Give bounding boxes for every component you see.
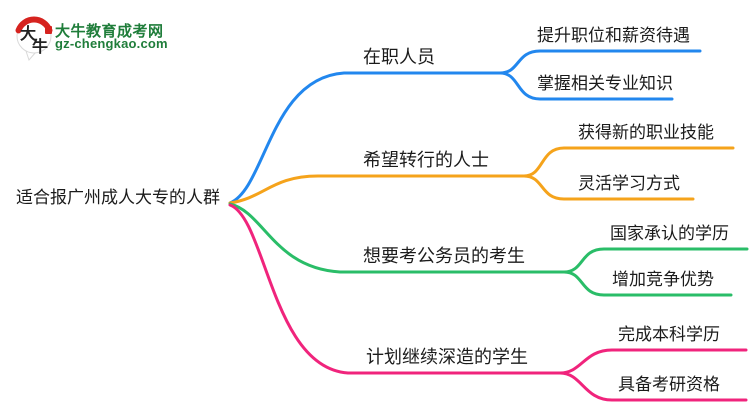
svg-text:大: 大 <box>20 24 36 43</box>
logo-badge-icon: 大 牛 <box>15 16 53 61</box>
branch-further-study-curve <box>228 203 562 375</box>
central-topic[interactable]: 适合报广州成人大专的人群 <box>16 188 220 207</box>
branch-further-study-child1-curve <box>558 348 748 375</box>
branch-employed-curve <box>228 71 502 205</box>
branch-civil-servant-curve <box>228 202 566 274</box>
leaf-state-recognized-label[interactable]: 国家承认的学历 <box>610 224 729 243</box>
branch-career-change-child2-curve <box>522 174 695 201</box>
leaf-new-skills-label[interactable]: 获得新的职业技能 <box>578 123 714 142</box>
leaf-professional-knowledge-label[interactable]: 掌握相关专业知识 <box>537 74 673 93</box>
branch-career-change-label[interactable]: 希望转行的人士 <box>363 150 489 170</box>
branch-further-study-label[interactable]: 计划继续深造的学生 <box>366 347 528 367</box>
svg-text:牛: 牛 <box>32 37 48 56</box>
leaf-postgrad-eligibility-label[interactable]: 具备考研资格 <box>618 375 720 394</box>
leaf-bachelor-degree-label[interactable]: 完成本科学历 <box>618 325 720 344</box>
leaf-flexible-learning-label[interactable]: 灵活学习方式 <box>578 174 680 193</box>
logo-site-name: 大牛教育成考网 <box>55 23 164 40</box>
branch-civil-servant-child1-curve <box>562 247 749 274</box>
branch-career-change-child1-curve <box>522 146 735 178</box>
branch-civil-servant-label[interactable]: 想要考公务员的考生 <box>363 246 525 266</box>
branch-employed-label[interactable]: 在职人员 <box>363 47 435 67</box>
branch-further-study-child2-curve <box>558 371 748 402</box>
leaf-competitive-edge-label[interactable]: 增加竞争优势 <box>612 270 714 289</box>
logo-site-url: gz-chengkao.com <box>55 36 168 51</box>
branch-employed-child2-curve <box>498 71 674 101</box>
branch-career-change-curve <box>228 174 526 205</box>
leaf-promotion-salary-label[interactable]: 提升职位和薪资待遇 <box>537 26 690 45</box>
branch-employed-child1-curve <box>498 49 702 75</box>
branch-civil-servant-child2-curve <box>562 270 733 297</box>
